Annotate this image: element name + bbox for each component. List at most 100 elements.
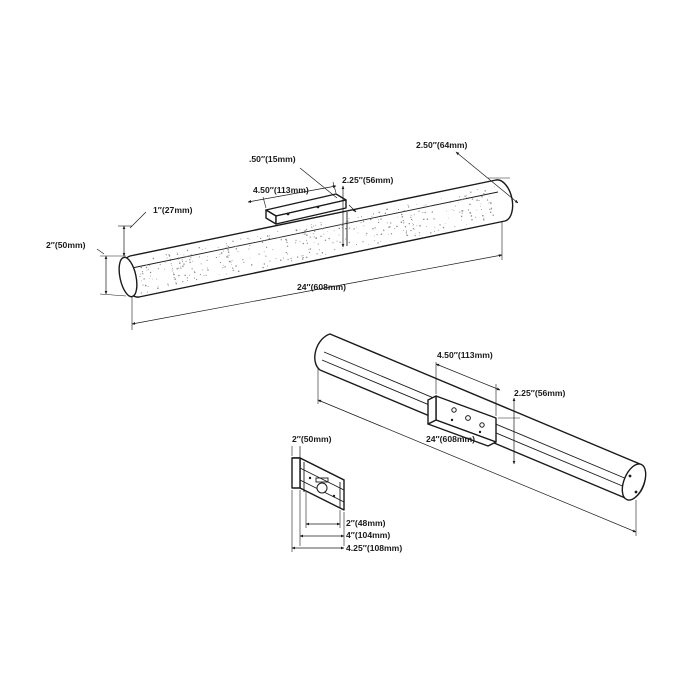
- tube-texture-speck: [314, 230, 316, 233]
- tube-texture-speck: [466, 224, 467, 225]
- tube-texture-speck: [471, 218, 473, 221]
- tube-texture-speck: [408, 223, 410, 225]
- tube-texture-speck: [483, 216, 485, 218]
- tube-texture-speck: [433, 231, 435, 233]
- view-2-label-projection: 2.25″(56mm): [514, 388, 566, 398]
- view-2-fixture-rear: 4.50″(113mm) 2.25″(56mm) 24″(608mm): [314, 333, 647, 536]
- tube-texture-speck: [410, 214, 412, 216]
- tube-texture-speck: [228, 246, 230, 248]
- tube-texture-speck: [164, 261, 166, 263]
- tube-texture-speck: [235, 265, 237, 267]
- tube-texture-speck: [219, 254, 221, 256]
- tube-texture-speck: [418, 232, 421, 234]
- tube-texture-speck: [412, 225, 414, 227]
- tube-texture-speck: [223, 267, 225, 269]
- tube-texture-speck: [308, 249, 310, 250]
- tube-texture-speck: [178, 274, 180, 277]
- tube-texture-speck: [404, 226, 407, 228]
- view-1-label-diameter: 2″(50mm): [46, 240, 86, 250]
- tube-texture-speck: [492, 214, 494, 216]
- tube-texture-speck: [490, 207, 493, 210]
- tube-texture-speck: [175, 282, 178, 285]
- view-3-bracket-body: [291, 457, 345, 511]
- tube-texture-speck: [308, 251, 311, 254]
- tube-texture-speck: [305, 228, 308, 231]
- tube-texture-speck: [405, 232, 407, 234]
- tube-texture-speck: [250, 264, 253, 266]
- view-2-label-mount-length: 4.50″(113mm): [437, 350, 493, 360]
- tube-texture-speck: [353, 228, 355, 230]
- tube-texture-speck: [476, 189, 478, 191]
- tube-texture-speck: [406, 234, 408, 236]
- tube-texture-speck: [249, 244, 251, 246]
- tube-texture-speck: [441, 197, 442, 199]
- tube-texture-speck: [158, 285, 159, 287]
- tube-texture-speck: [170, 260, 172, 262]
- tube-texture-speck: [423, 218, 425, 221]
- tube-texture-speck: [295, 229, 298, 231]
- tube-texture-speck: [426, 218, 429, 220]
- tube-texture-speck: [263, 251, 265, 253]
- tube-texture-speck: [489, 208, 491, 210]
- tube-texture-speck: [464, 195, 466, 197]
- tube-texture-speck: [180, 266, 181, 267]
- tube-texture-speck: [180, 267, 182, 269]
- tube-texture-speck: [483, 219, 485, 221]
- tube-texture-speck: [167, 283, 169, 285]
- tube-texture-speck: [345, 238, 347, 240]
- tube-texture-speck: [407, 204, 409, 206]
- tube-texture-speck: [383, 229, 385, 230]
- tube-texture-speck: [313, 242, 315, 244]
- tube-texture-speck: [434, 204, 436, 206]
- tube-texture-speck: [390, 240, 391, 242]
- tube-texture-speck: [306, 242, 308, 244]
- tube-texture-speck: [143, 278, 145, 280]
- tube-texture-speck: [181, 259, 183, 261]
- tube-texture-speck: [324, 239, 327, 242]
- tube-texture-speck: [140, 266, 142, 269]
- tube-texture-speck: [140, 292, 142, 294]
- tube-texture-speck: [317, 243, 319, 245]
- tube-texture-speck: [267, 265, 269, 267]
- tube-texture-speck: [149, 275, 151, 277]
- tube-texture-speck: [348, 218, 350, 220]
- tube-texture-speck: [362, 241, 364, 243]
- tube-texture-speck: [453, 210, 455, 212]
- tube-texture-speck: [376, 234, 377, 236]
- tube-texture-speck: [192, 260, 194, 262]
- tube-texture-speck: [388, 233, 390, 235]
- tube-texture-speck: [356, 227, 357, 229]
- tube-texture-speck: [295, 239, 297, 241]
- tube-texture-speck: [476, 199, 478, 201]
- tube-texture-speck: [402, 220, 404, 222]
- tube-texture-speck: [325, 253, 327, 255]
- tube-texture-speck: [372, 213, 374, 215]
- tube-texture-speck: [266, 235, 269, 237]
- tube-texture-speck: [139, 276, 141, 278]
- tube-texture-speck: [442, 226, 445, 229]
- tube-texture-speck: [400, 221, 403, 223]
- tube-texture-speck: [459, 196, 461, 198]
- tube-texture-speck: [237, 270, 240, 272]
- tube-texture-speck: [142, 273, 144, 275]
- tube-texture-speck: [200, 263, 202, 265]
- tube-texture-speck: [222, 267, 224, 269]
- tube-texture-speck: [446, 210, 448, 212]
- view-3-label-height: 2″(50mm): [292, 434, 332, 444]
- tube-texture-speck: [149, 278, 151, 280]
- tube-texture-speck: [448, 217, 449, 219]
- tube-texture-speck: [182, 281, 184, 283]
- tube-texture-speck: [302, 233, 304, 235]
- tube-texture-speck: [444, 223, 446, 225]
- tube-texture-speck: [419, 235, 420, 236]
- tube-texture-speck: [377, 242, 379, 244]
- tube-texture-speck: [320, 222, 322, 224]
- tube-texture-speck: [183, 263, 185, 265]
- tube-texture-speck: [318, 249, 320, 251]
- tube-texture-speck: [374, 227, 377, 229]
- tube-texture-speck: [403, 210, 405, 212]
- tube-texture-speck: [280, 239, 282, 241]
- tube-texture-speck: [454, 226, 456, 228]
- tube-texture-speck: [226, 256, 228, 258]
